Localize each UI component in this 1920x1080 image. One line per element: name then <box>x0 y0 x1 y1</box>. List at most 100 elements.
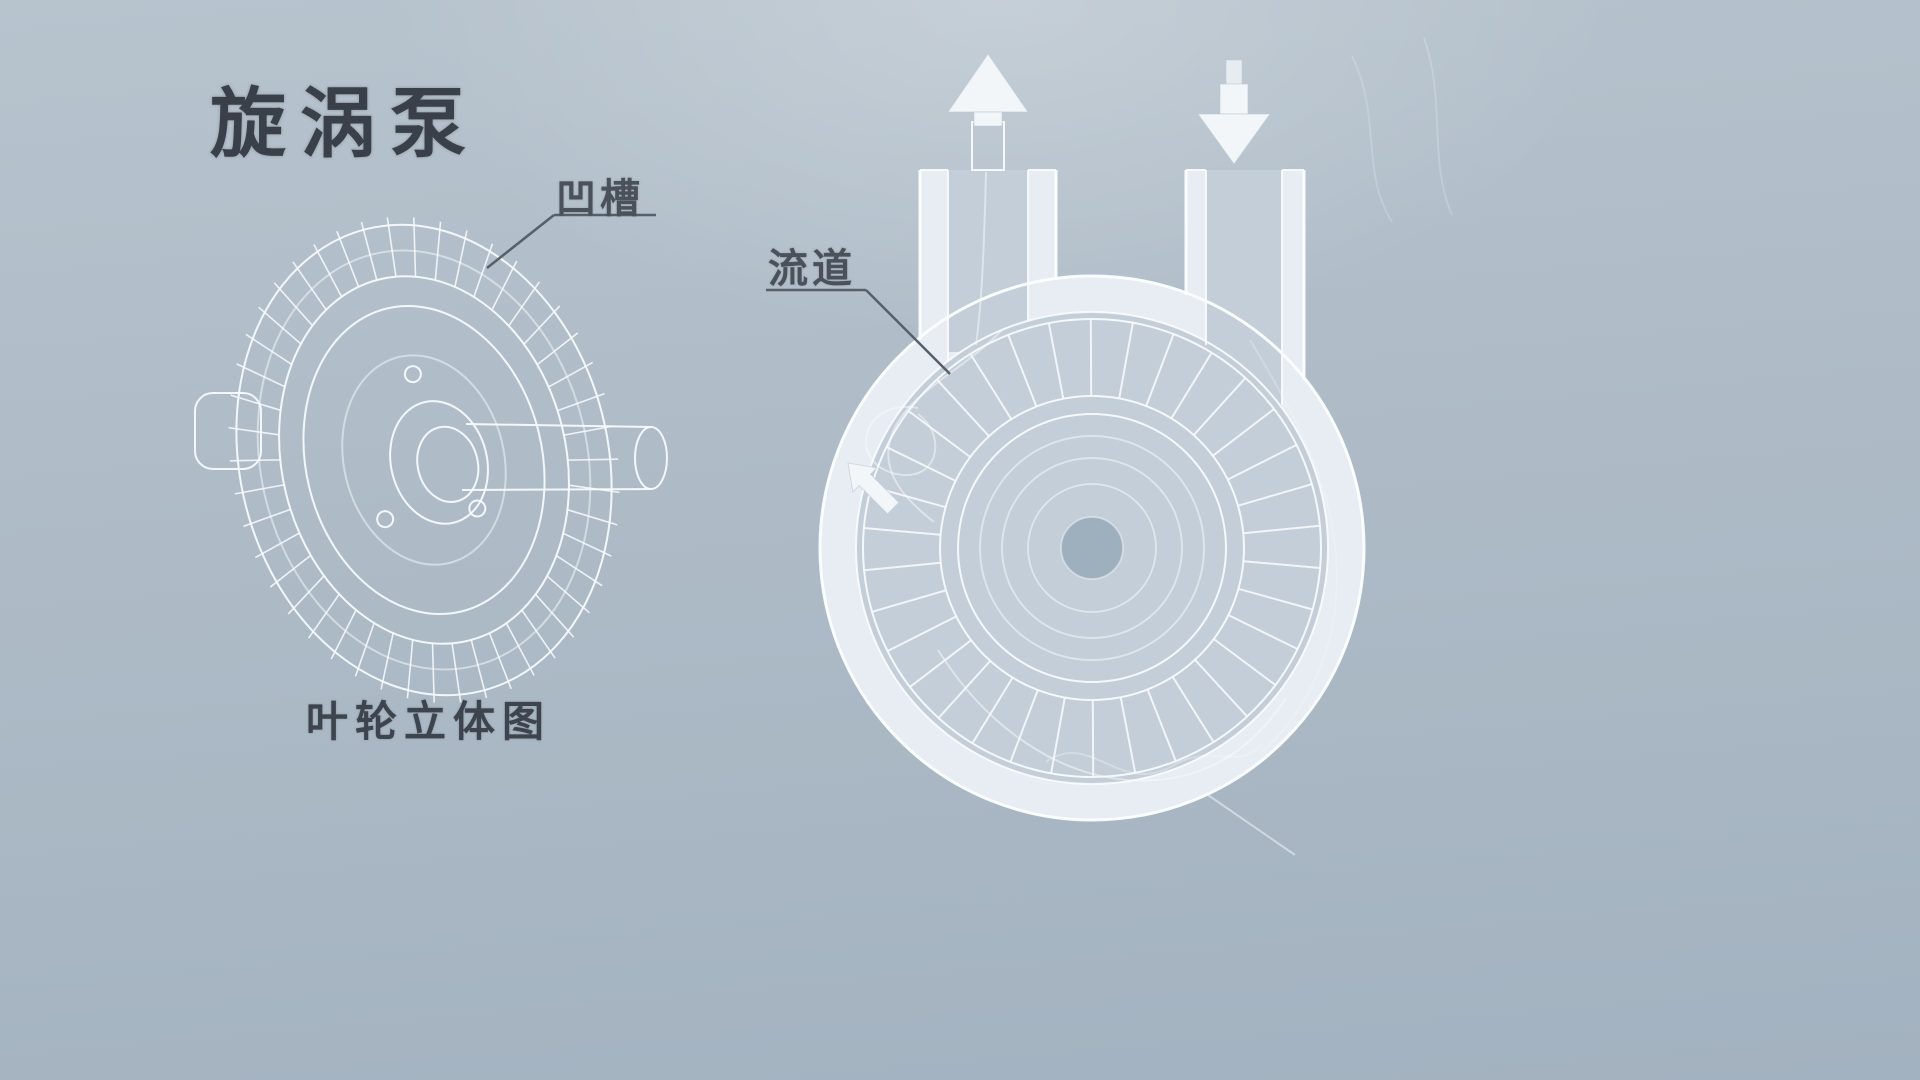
vane-line <box>1212 408 1275 457</box>
vane-line <box>313 244 343 298</box>
groove-callout-leader <box>486 213 656 269</box>
vane-line <box>254 532 300 559</box>
bolt-hole <box>403 365 422 384</box>
vane-line <box>1193 377 1247 436</box>
disk-ring <box>979 435 1205 661</box>
vane-line <box>937 660 991 719</box>
hub-flange <box>341 354 507 566</box>
shaft-hole <box>1060 516 1124 580</box>
vane-line <box>269 554 312 588</box>
vane-line <box>1170 352 1213 419</box>
vane-line <box>1213 638 1277 686</box>
section-vanes <box>863 318 1321 778</box>
vane-line <box>864 561 941 572</box>
vane-line <box>491 260 518 311</box>
hub-boss <box>416 425 480 503</box>
vane-line <box>434 221 442 281</box>
vane-line <box>969 353 1013 420</box>
vane-line <box>454 230 468 288</box>
vane-line <box>907 410 971 458</box>
vane-line <box>258 306 302 345</box>
flow-squiggle <box>1045 743 1263 775</box>
vane-line <box>567 458 619 461</box>
impeller-disk-face <box>957 413 1227 683</box>
vane-line <box>273 282 314 327</box>
vane-line <box>470 639 488 699</box>
arrow-shape <box>847 462 900 515</box>
vane-line <box>1047 322 1065 399</box>
vane-line <box>412 217 417 277</box>
vane-line <box>380 632 394 690</box>
flow-channel-callout-leader <box>766 288 951 375</box>
vane-line <box>1227 614 1298 650</box>
vane-line <box>243 508 291 528</box>
vane-circle-inner <box>939 395 1245 701</box>
vane-line <box>1171 676 1215 743</box>
channel-line <box>975 171 987 346</box>
vane-line <box>508 281 541 327</box>
vane-line <box>406 639 414 699</box>
section-impeller <box>862 318 1322 778</box>
vane-line <box>555 554 603 587</box>
vane-line <box>292 261 327 311</box>
groove-label: 凹槽 <box>556 176 644 221</box>
vane-line <box>1007 334 1038 407</box>
vane-line <box>1146 689 1177 762</box>
vane-line <box>971 677 1014 744</box>
vane-line <box>488 632 512 690</box>
vane-line <box>330 609 357 660</box>
vane-line <box>1050 697 1066 774</box>
bolt-hole <box>376 510 395 529</box>
vane-circle-outer <box>862 318 1322 778</box>
impeller-shaft <box>461 423 668 491</box>
groove-leader-line <box>486 214 555 269</box>
vane-line <box>336 230 360 288</box>
vane-line <box>236 363 286 388</box>
vane-line <box>563 425 614 436</box>
flow-curve <box>1249 339 1338 753</box>
vane-line <box>307 593 340 639</box>
impeller-vanes <box>228 217 620 703</box>
vane-line <box>562 532 612 557</box>
vane-line <box>936 378 990 437</box>
vane-line <box>451 643 462 703</box>
vane-line <box>871 589 947 613</box>
vane-line <box>1243 524 1320 535</box>
disk-face <box>302 304 546 616</box>
bolt-hole <box>468 499 487 518</box>
faint-curve <box>1351 55 1393 223</box>
flow-arrow-icon <box>847 462 900 515</box>
outlet-arrow-icon <box>947 53 1029 127</box>
impeller-caption: 叶轮立体图 <box>306 700 552 746</box>
flow-lines <box>865 329 1338 856</box>
vane-line <box>1243 560 1321 569</box>
shaft-line <box>465 423 651 428</box>
pump-section-drawing <box>766 53 1366 856</box>
vane-line <box>863 527 941 536</box>
vane-line <box>546 575 590 614</box>
vane-line <box>229 459 281 462</box>
vane-line <box>1145 333 1175 407</box>
vane-line <box>1118 322 1134 399</box>
flow-leader-line <box>865 289 951 375</box>
vane-line <box>287 575 325 615</box>
vane-ring-mid <box>256 249 592 671</box>
vane-line <box>360 221 378 281</box>
arrow-head <box>1197 113 1271 165</box>
vane-line <box>505 622 535 676</box>
vane-line <box>534 593 575 638</box>
impeller-disk <box>228 217 620 703</box>
vane-line <box>234 484 285 495</box>
casing-outline-outer <box>818 274 1366 822</box>
vane-line <box>521 609 556 659</box>
vane-line <box>886 446 957 482</box>
arrow-head <box>947 53 1029 113</box>
vane-line <box>473 243 494 298</box>
vane-line <box>536 332 579 366</box>
arrow-stem <box>973 111 1003 127</box>
vane-ring-outer <box>235 223 613 697</box>
hub <box>389 400 489 525</box>
flow-curve <box>887 329 1003 523</box>
shaft-end <box>634 426 668 490</box>
